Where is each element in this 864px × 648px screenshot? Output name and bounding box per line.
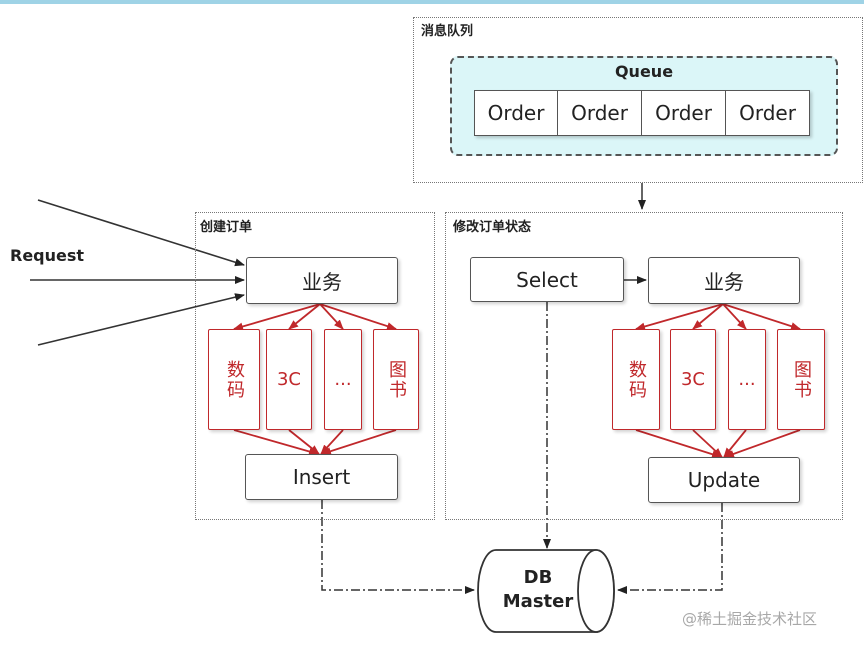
request-arrow-3 xyxy=(37,293,245,346)
db-master-label: DB Master xyxy=(478,566,598,614)
fanin-right-1 xyxy=(635,429,722,459)
top-accent-bar xyxy=(0,0,864,4)
order-item: Order xyxy=(474,90,558,136)
create-category-more: ... xyxy=(324,329,362,430)
fanin-right-2 xyxy=(692,429,723,458)
order-item: Order xyxy=(726,90,810,136)
fanout-left-3 xyxy=(319,303,344,330)
request-label: Request xyxy=(10,246,85,265)
insert-box: Insert xyxy=(245,454,398,500)
fanout-right-3 xyxy=(722,303,747,330)
modify-order-status-title: 修改订单状态 xyxy=(453,220,532,235)
modify-category-books: 图书 xyxy=(777,329,825,430)
create-category-digital: 数码 xyxy=(208,329,260,430)
update-to-db-connector xyxy=(617,503,723,594)
queue-title: Queue xyxy=(614,62,674,81)
modify-category-digital: 数码 xyxy=(612,329,660,430)
fanin-left-1 xyxy=(233,429,319,456)
fanout-right-2 xyxy=(692,303,724,330)
queue-container: Queue Order Order Order Order xyxy=(450,56,838,156)
create-category-books: 图书 xyxy=(373,329,419,430)
create-order-title: 创建订单 xyxy=(200,220,253,235)
db-label-line1: DB xyxy=(523,567,553,588)
select-box: Select xyxy=(470,257,624,302)
fanin-right-4 xyxy=(724,429,801,458)
order-item: Order xyxy=(558,90,642,136)
fanin-left-2 xyxy=(288,429,320,455)
fanout-right-1 xyxy=(635,303,724,331)
watermark: @稀土掘金技术社区 xyxy=(682,610,818,628)
create-business-box: 业务 xyxy=(246,257,398,304)
update-box: Update xyxy=(648,457,800,503)
order-item: Order xyxy=(642,90,726,136)
request-arrow-1 xyxy=(37,199,245,267)
modify-category-3c: 3C xyxy=(670,329,716,430)
message-queue-group xyxy=(413,17,863,183)
create-order-group xyxy=(195,212,435,520)
fanout-left-4 xyxy=(319,303,397,330)
modify-category-more: ... xyxy=(728,329,766,430)
db-master-cylinder xyxy=(477,549,615,633)
fanout-right-4 xyxy=(722,303,801,331)
message-queue-title: 消息队列 xyxy=(421,24,474,39)
db-label-line2: Master xyxy=(502,591,574,612)
insert-to-db-connector xyxy=(321,500,475,594)
fanout-left-2 xyxy=(288,303,321,330)
create-category-3c: 3C xyxy=(266,329,312,430)
fanout-left-1 xyxy=(233,303,321,331)
fanin-left-4 xyxy=(321,429,397,456)
order-row: Order Order Order Order xyxy=(474,90,810,136)
modify-business-box: 业务 xyxy=(648,257,800,304)
modify-order-status-group xyxy=(445,212,843,520)
